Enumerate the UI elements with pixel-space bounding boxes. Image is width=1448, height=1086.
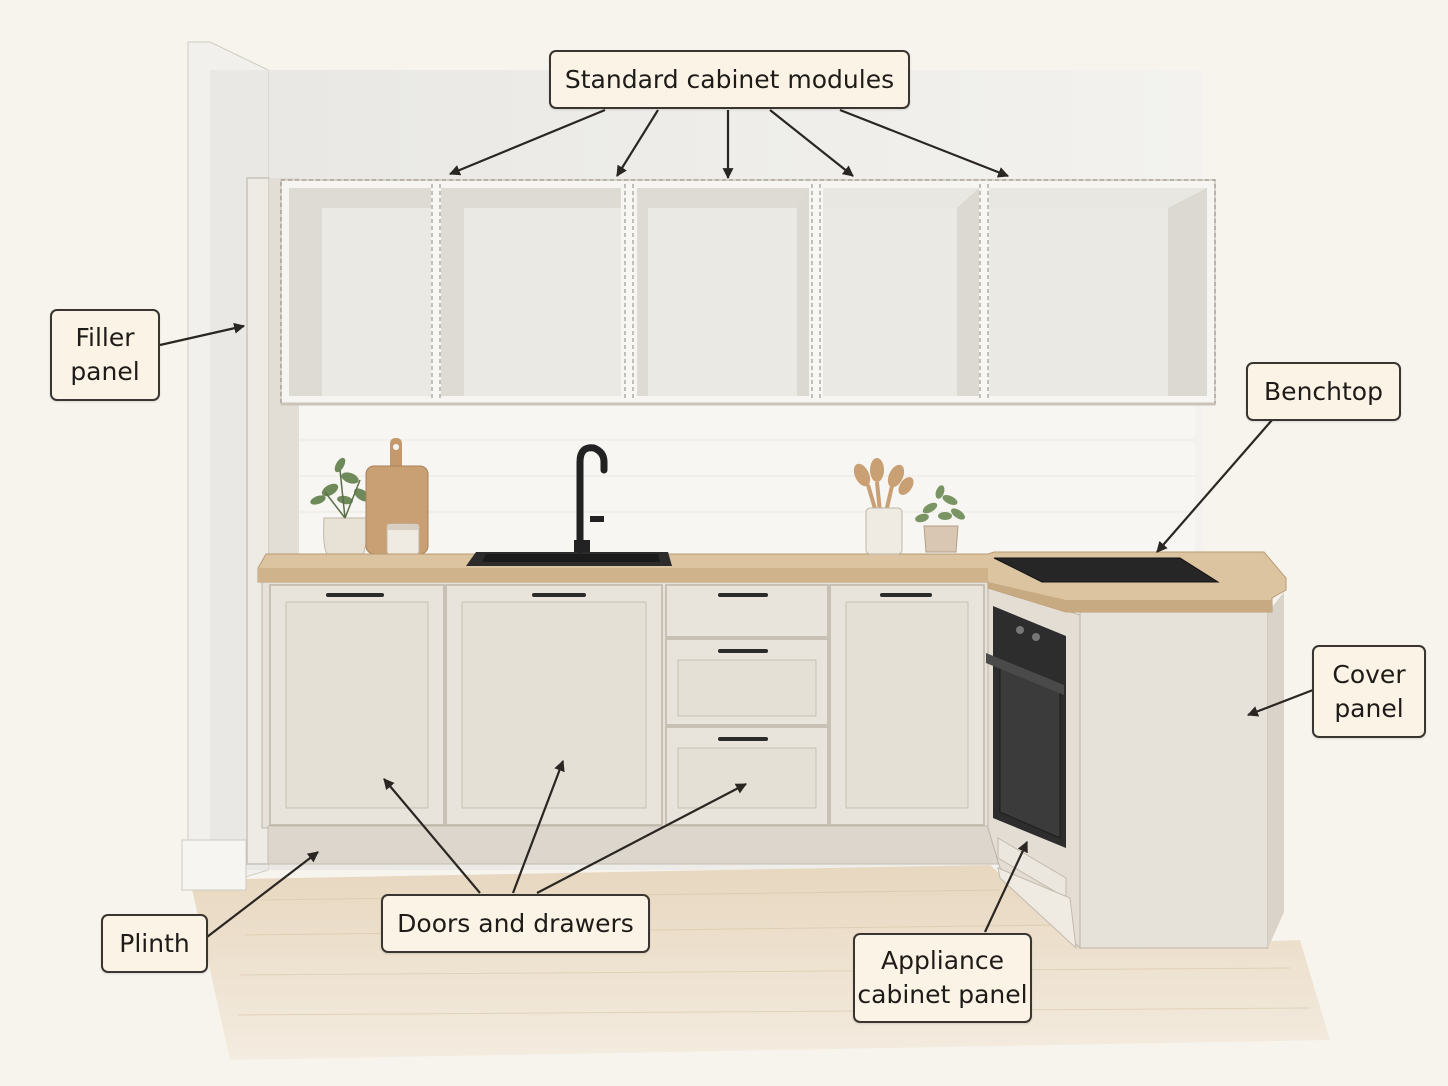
sink <box>466 552 672 566</box>
cabinet-drawer <box>665 638 829 726</box>
cabinet-module <box>823 188 979 396</box>
label-benchtop: Benchtop <box>1246 362 1401 421</box>
arrows <box>159 108 1314 938</box>
cabinet-door <box>269 584 445 826</box>
label-text: Benchtop <box>1264 376 1383 406</box>
label-text: Appliance <box>880 946 1005 975</box>
utensil-holder <box>853 458 914 555</box>
label-text: panel <box>70 357 140 386</box>
base-cabinets <box>261 579 999 865</box>
label-filler-panel: Filler panel <box>50 309 160 401</box>
label-text: Doors and drawers <box>397 908 634 938</box>
cabinet-module <box>441 188 621 396</box>
cabinet-drawer <box>665 584 829 638</box>
upper-cabinets <box>280 179 1216 406</box>
label-text: panel <box>1334 693 1404 723</box>
cooktop <box>993 557 1220 583</box>
potted-plant-left <box>310 457 378 557</box>
potted-plant-right <box>915 485 965 553</box>
tap <box>576 444 608 554</box>
cabinet-module <box>289 188 431 396</box>
appliance-cabinet <box>986 584 1081 950</box>
cabinet-module <box>989 188 1207 396</box>
label-plinth: Plinth <box>101 914 208 973</box>
cabinet-door <box>829 584 985 826</box>
label-text: Standard cabinet modules <box>564 64 895 94</box>
label-appliance-cabinet-panel: Appliance cabinet panel <box>853 933 1032 1023</box>
cabinet-module <box>637 188 809 396</box>
label-text: cabinet panel <box>857 980 1028 1009</box>
label-text: Cover <box>1332 659 1406 689</box>
plinth-strip <box>267 825 999 865</box>
label-text: Plinth <box>119 928 190 958</box>
cabinet-drawer <box>665 726 829 826</box>
label-standard-cabinet-modules: Standard cabinet modules <box>549 50 910 109</box>
backsplash <box>299 404 1195 554</box>
cabinet-door <box>445 584 663 826</box>
label-doors-and-drawers: Doors and drawers <box>381 894 650 953</box>
cover-panel-shape <box>1079 592 1284 949</box>
label-text: Filler <box>75 323 135 352</box>
label-cover-panel: Cover panel <box>1312 645 1426 738</box>
